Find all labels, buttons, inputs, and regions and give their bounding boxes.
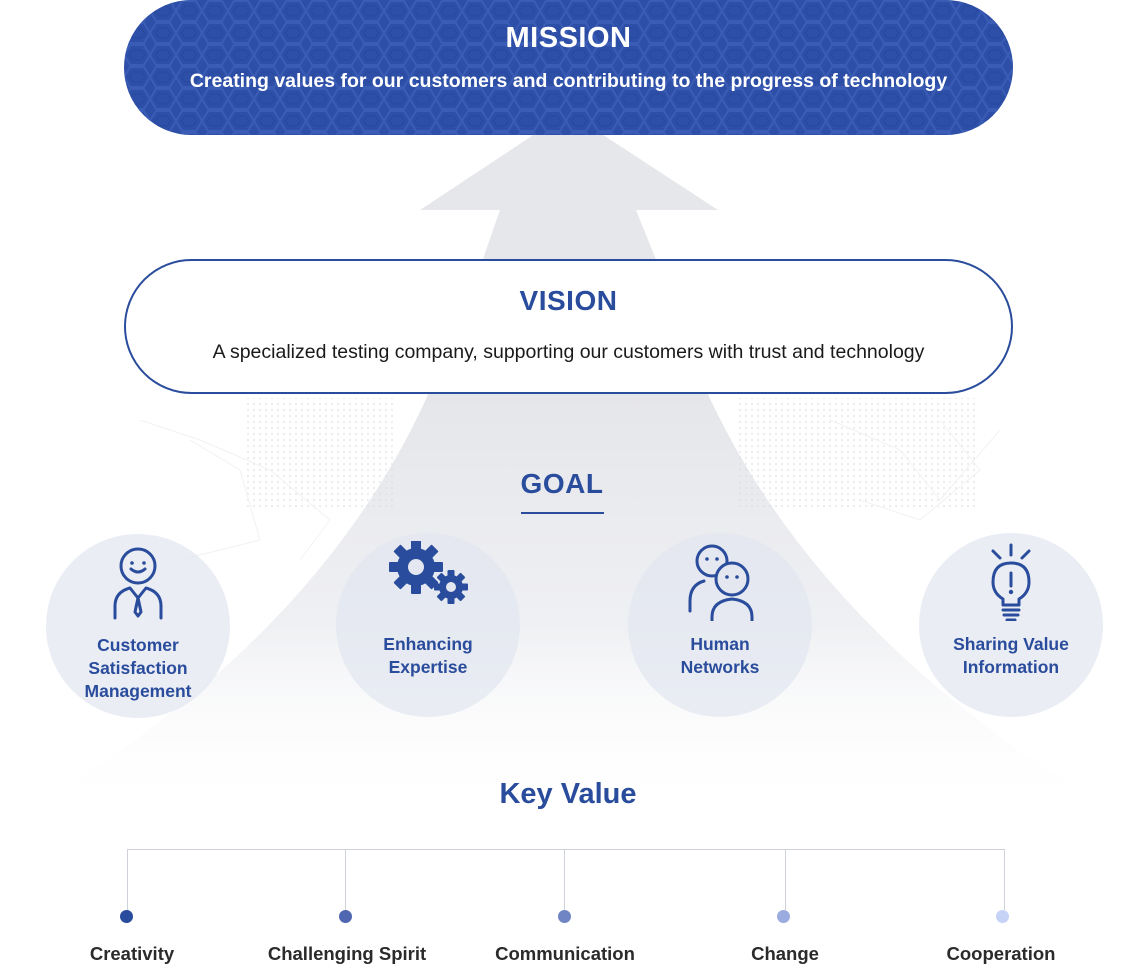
goal-item-sharing-value: Sharing Value Information xyxy=(919,533,1103,717)
key-value-line xyxy=(127,849,128,910)
key-value-line xyxy=(345,849,346,910)
world-map-decoration xyxy=(139,398,1001,561)
key-value-title: Key Value xyxy=(499,778,637,810)
goal-label: Enhancing Expertise xyxy=(383,634,473,677)
key-value-dot xyxy=(339,910,352,923)
key-value-cooperation: Cooperation xyxy=(946,943,1056,964)
key-value-line xyxy=(564,849,565,910)
key-value-change: Change xyxy=(751,943,819,964)
key-value-creativity: Creativity xyxy=(89,943,175,964)
gears-icon xyxy=(389,541,468,604)
businessman-icon xyxy=(113,547,163,620)
key-value-dot xyxy=(996,910,1009,923)
mission-title: MISSION xyxy=(505,22,632,54)
lightbulb-icon xyxy=(991,543,1031,621)
goal-label: Sharing Value Information xyxy=(953,634,1069,677)
mission-text: Creating values for our customers and co… xyxy=(189,70,948,92)
goal-item-customer-satisfaction: Customer Satisfaction Management xyxy=(46,534,230,718)
hexagon-pattern xyxy=(124,0,1013,135)
mission-banner: MISSION Creating values for our customer… xyxy=(124,0,1013,135)
goal-label: Customer Satisfaction Management xyxy=(84,635,192,701)
people-icon xyxy=(688,544,754,621)
key-value-line xyxy=(785,849,786,910)
key-value-challenging-spirit: Challenging Spirit xyxy=(267,943,427,964)
goal-item-human-networks: Human Networks xyxy=(628,533,812,717)
key-value-connector xyxy=(127,849,1005,850)
vision-text: A specialized testing company, supportin… xyxy=(212,341,925,363)
goal-label: Human Networks xyxy=(680,634,760,677)
key-value-dot xyxy=(558,910,571,923)
goal-item-enhancing-expertise: Enhancing Expertise xyxy=(336,533,520,717)
key-value-dot xyxy=(120,910,133,923)
goal-title: GOAL xyxy=(520,468,604,499)
key-value-communication: Communication xyxy=(495,943,635,964)
key-value-dot xyxy=(777,910,790,923)
vision-banner: VISION A specialized testing company, su… xyxy=(124,259,1013,394)
vision-title: VISION xyxy=(519,285,618,316)
key-value-line xyxy=(1004,849,1005,910)
goal-underline xyxy=(521,512,604,514)
